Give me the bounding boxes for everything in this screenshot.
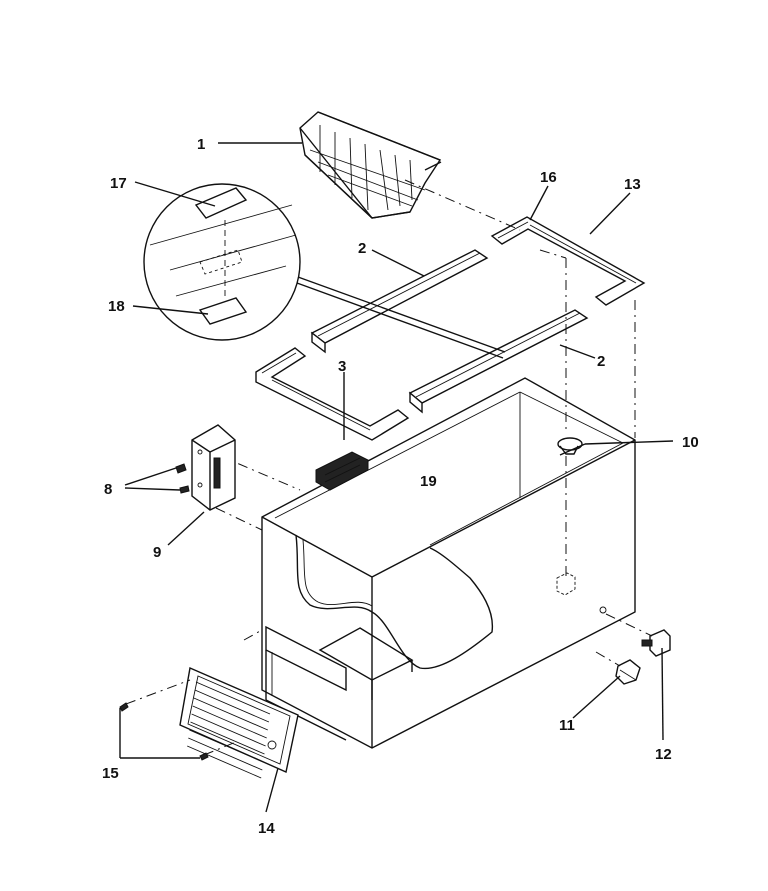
callout-2-lower: 2 xyxy=(597,353,605,370)
louver-slat xyxy=(192,705,267,739)
breaker-corner-left xyxy=(255,347,410,441)
callout-15: 15 xyxy=(102,765,119,782)
louver-slat xyxy=(190,721,265,755)
callout-14: 14 xyxy=(258,820,275,837)
louver-slat xyxy=(187,745,262,779)
callout-8: 8 xyxy=(104,481,112,498)
wire-basket xyxy=(299,111,442,219)
callout-2-upper: 2 xyxy=(358,240,366,257)
louver-grille xyxy=(179,667,299,779)
callout-10: 10 xyxy=(682,434,699,451)
callout-labels: 1 2 2 3 8 9 10 11 12 13 14 15 16 17 18 1… xyxy=(102,136,699,837)
drain-plug xyxy=(557,437,583,455)
louver-slat xyxy=(194,689,270,723)
louver-slat xyxy=(193,697,268,731)
screws xyxy=(175,463,190,494)
callout-16: 16 xyxy=(540,169,557,186)
detail-magnifier xyxy=(143,183,506,359)
assembly-guide-lines xyxy=(119,179,653,761)
louver-slat xyxy=(195,681,271,715)
callout-18: 18 xyxy=(108,298,125,315)
breaker-corner-right xyxy=(490,216,646,306)
callout-3: 3 xyxy=(338,358,346,375)
drain-cap xyxy=(641,629,671,657)
control-box xyxy=(315,451,369,491)
louver-slat xyxy=(188,737,263,771)
breaker-strip-front xyxy=(310,249,489,354)
callout-1: 1 xyxy=(197,136,205,153)
callout-12: 12 xyxy=(655,746,672,763)
callout-9: 9 xyxy=(153,544,161,561)
hinge-assembly xyxy=(191,424,236,511)
callout-17: 17 xyxy=(110,175,127,192)
callout-19: 19 xyxy=(420,473,437,490)
louver-slat xyxy=(191,713,266,747)
callout-13: 13 xyxy=(624,176,641,193)
drain-fitting xyxy=(615,659,641,685)
callout-11: 11 xyxy=(559,717,575,734)
cabinet-shell xyxy=(215,377,636,749)
leader-lines xyxy=(119,142,674,813)
